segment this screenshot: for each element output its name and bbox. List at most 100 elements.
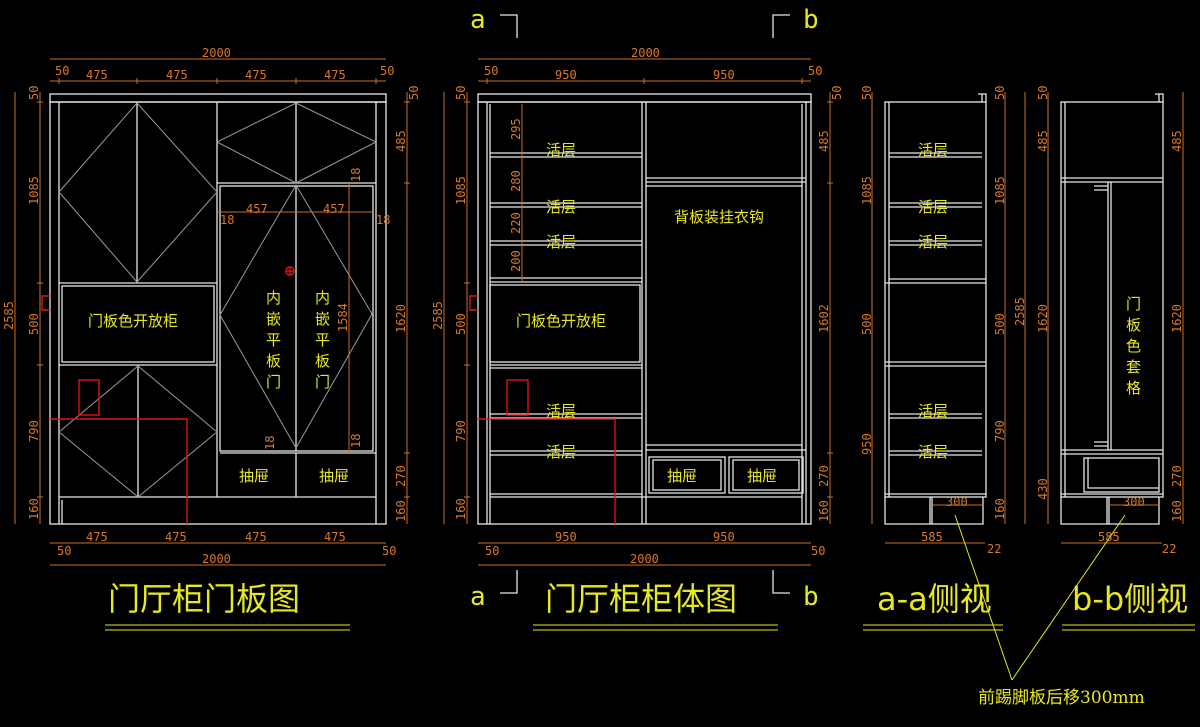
dim-text: 50	[993, 86, 1007, 100]
dim-text: 270	[394, 465, 408, 487]
dim-text: 950	[555, 530, 577, 544]
dim-text: 200	[509, 250, 523, 272]
label-open-cabinet: 门板色开放柜	[516, 312, 606, 330]
dim-text: 950	[713, 530, 735, 544]
dim-text: 500	[454, 313, 468, 335]
door-labels: 门板色开放柜 内嵌平板门 内嵌平板门 抽屉 抽屉	[88, 290, 349, 485]
label-open-cabinet: 门板色开放柜	[88, 312, 178, 330]
dim-text: 50	[454, 86, 468, 100]
dim-text: 1085	[454, 176, 468, 205]
cabinet-outline	[1060, 93, 1164, 525]
dim-text: 50	[57, 544, 71, 558]
dim-text: 160	[454, 498, 468, 520]
dim-text: 2000	[631, 46, 660, 60]
dim-text: 160	[27, 498, 41, 520]
dim-text: 485	[1036, 130, 1050, 152]
dim-text: 160	[394, 500, 408, 522]
dim-text: 18	[349, 434, 363, 448]
dim-text: 475	[165, 530, 187, 544]
dim-text: 50	[407, 86, 421, 100]
dim-text: 2000	[630, 552, 659, 566]
label-shelf: 活层	[546, 402, 576, 420]
dim-text: 50	[860, 86, 874, 100]
label-shelf: 活层	[546, 198, 576, 216]
dim-text: 220	[509, 212, 523, 234]
dim-text: 950	[713, 68, 735, 82]
dim-text: 500	[27, 313, 41, 335]
cabinet-outline	[884, 93, 987, 525]
label-shelf: 活层	[546, 141, 576, 159]
dim-text: 50	[808, 64, 822, 78]
label-door-color-frame: 门板色套格	[1124, 296, 1142, 401]
label-drawer: 抽屉	[239, 467, 269, 485]
dim-text: 485	[1170, 130, 1184, 152]
dim-text: 50	[382, 544, 396, 558]
dim-text: 18	[349, 168, 363, 182]
door-view-title: 门厅柜门板图	[108, 580, 300, 618]
section-mark-bottom-a: a	[470, 582, 486, 612]
dim-text: 300	[946, 495, 968, 509]
dim-text: 475	[324, 530, 346, 544]
dim-text: 790	[454, 420, 468, 442]
section-mark-bottom-b: b	[803, 582, 819, 612]
dim-text: 2585	[2, 301, 16, 330]
dim-text: 1085	[993, 176, 1007, 205]
title-underline	[533, 624, 778, 631]
dim-text: 585	[1098, 530, 1120, 544]
dim-text: 18	[263, 436, 277, 450]
dim-text: 2000	[202, 46, 231, 60]
dim-text: 50	[1036, 86, 1050, 100]
dim-text: 160	[1170, 500, 1184, 522]
label-hanging-hooks: 背板装挂衣钩	[674, 208, 764, 226]
dim-text: 1602	[817, 304, 831, 333]
cabinet-body-view: 活层 活层 活层 门板色开放柜 活层 活层 背板装挂衣钩 抽屉 抽屉 2000 …	[431, 46, 844, 631]
dim-text: 50	[484, 64, 498, 78]
side-view-a: 活层 活层 活层 活层 活层 50 1085 500 950 50 1085 5…	[860, 86, 1027, 631]
dim-text: 430	[1036, 478, 1050, 500]
title-underline	[105, 624, 350, 631]
dim-text: 2585	[431, 301, 445, 330]
dim-text: 950	[555, 68, 577, 82]
dim-text: 1620	[1036, 304, 1050, 333]
section-bracket	[500, 570, 518, 594]
dim-text: 485	[394, 130, 408, 152]
dim-text: 50	[811, 544, 825, 558]
section-bracket	[772, 14, 790, 38]
label-inset-door-right: 内嵌平板门	[313, 290, 331, 395]
door-swing-lines	[58, 102, 378, 498]
body-view-title: 门厅柜柜体图	[545, 580, 737, 618]
dim-text: 22	[987, 542, 1001, 556]
dim-text: 18	[376, 213, 390, 227]
dim-text: 50	[485, 544, 499, 558]
note-leader-lines	[954, 514, 1126, 681]
door-panel-view: 门板色开放柜 内嵌平板门 内嵌平板门 抽屉 抽屉 2000 50 475 475…	[2, 46, 421, 631]
side-a-title: a-a侧视	[877, 580, 992, 618]
dim-text: 475	[245, 530, 267, 544]
dim-text: 1584	[336, 303, 350, 332]
dim-text: 485	[817, 130, 831, 152]
body-labels: 活层 活层 活层 门板色开放柜 活层 活层 背板装挂衣钩 抽屉 抽屉	[516, 141, 777, 485]
label-shelf: 活层	[546, 233, 576, 251]
dim-text: 50	[830, 86, 844, 100]
label-inset-door-left: 内嵌平板门	[264, 290, 282, 395]
label-shelf: 活层	[918, 198, 948, 216]
label-shelf: 活层	[546, 443, 576, 461]
label-shelf: 活层	[918, 141, 948, 159]
section-bracket	[500, 14, 518, 38]
dim-text: 2585	[1013, 297, 1027, 326]
dim-text: 270	[817, 465, 831, 487]
dimensions: 2000 50 950 950 50 2585 50 1085 500 790 …	[431, 46, 844, 566]
dim-text: 457	[246, 202, 268, 216]
label-shelf: 活层	[918, 233, 948, 251]
note-kick-plate: 前踢脚板后移300mm	[978, 688, 1145, 708]
dim-text: 1620	[394, 304, 408, 333]
dimensions: 50 1085 500 950 50 1085 500 790 160 2585…	[860, 86, 1027, 556]
side-view-b: 门板色套格 50 485 1620 430 485 1620 270 160 3…	[1036, 86, 1195, 631]
dim-text: 475	[324, 68, 346, 82]
red-markers	[469, 295, 616, 524]
dimensions: 50 485 1620 430 485 1620 270 160 300 585…	[1036, 86, 1184, 556]
side-b-title: b-b侧视	[1072, 580, 1188, 618]
dim-text: 457	[323, 202, 345, 216]
dim-text: 950	[860, 433, 874, 455]
